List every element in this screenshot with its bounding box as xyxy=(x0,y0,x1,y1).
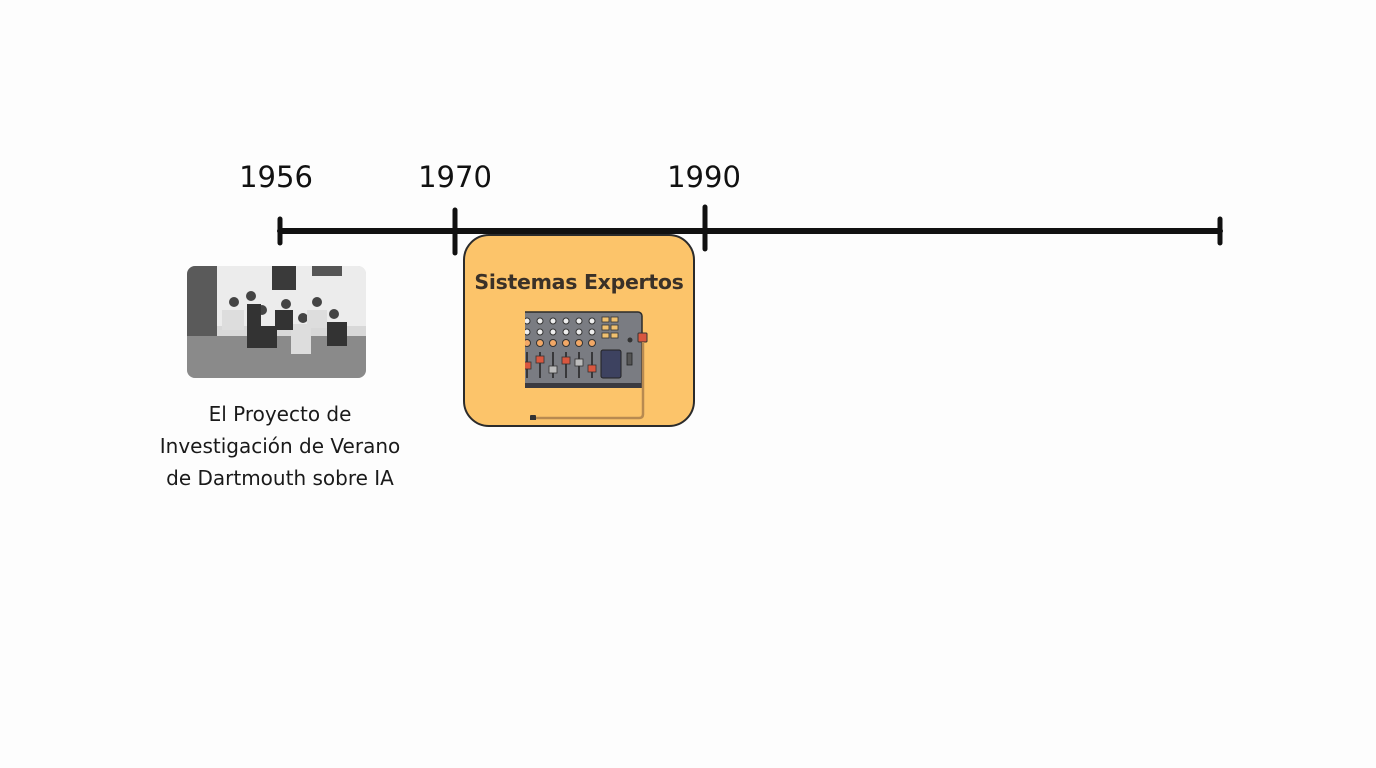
caption-line: Investigación de Verano xyxy=(159,434,401,458)
dartmouth-caption: El Proyecto de Investigación de Verano d… xyxy=(130,398,430,494)
mixing-console-icon xyxy=(525,311,648,420)
expert-systems-card: Sistemas Expertos xyxy=(463,234,695,427)
year-label-1956: 1956 xyxy=(239,160,313,194)
caption-line: de Dartmouth sobre IA xyxy=(166,466,394,490)
year-label-1990: 1990 xyxy=(667,160,741,194)
dartmouth-group-photo xyxy=(187,266,366,378)
year-label-1970: 1970 xyxy=(418,160,492,194)
caption-line: El Proyecto de xyxy=(208,402,352,426)
card-title: Sistemas Expertos xyxy=(474,270,684,294)
